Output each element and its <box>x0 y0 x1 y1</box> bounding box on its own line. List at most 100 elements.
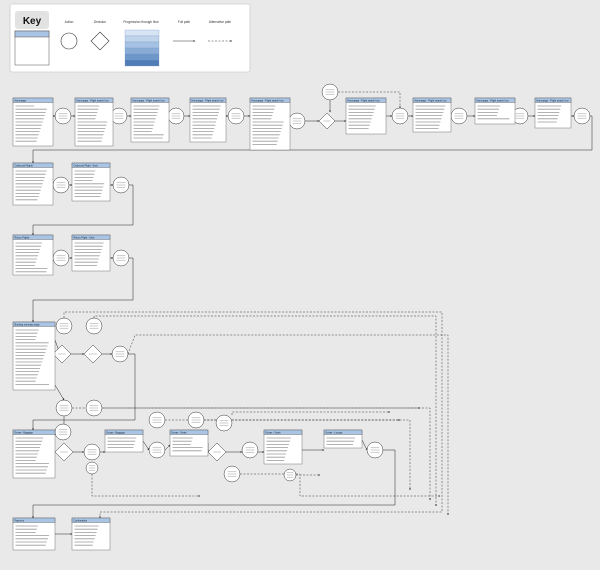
progression-swatch <box>124 35 160 43</box>
action-node[interactable] <box>167 107 185 125</box>
action-node[interactable] <box>112 249 130 267</box>
alternative-path-line <box>127 334 449 516</box>
screen-card[interactable]: Return Flight - Seat <box>71 234 111 272</box>
screen-card[interactable]: Homepage - Flight search box <box>474 97 516 125</box>
action-node[interactable] <box>366 441 384 459</box>
card-title: Homepage - Flight search box <box>77 99 110 102</box>
action-node[interactable] <box>55 317 73 335</box>
screen-card[interactable]: Confirmation <box>71 517 111 551</box>
progression-swatch <box>124 53 160 61</box>
alternative-path-line <box>63 311 443 519</box>
screen-card[interactable]: Extras - Seats <box>169 429 209 457</box>
card-header <box>249 97 291 103</box>
card-title: Homepage - Flight search box <box>133 99 166 102</box>
legend-full-path-label: Full path <box>178 20 190 24</box>
screen-card[interactable]: Homepage - Flight search box <box>249 97 291 151</box>
alternative-path-line <box>93 315 437 507</box>
action-node[interactable] <box>148 411 166 429</box>
action-node[interactable] <box>85 399 103 417</box>
action-node[interactable] <box>283 468 297 482</box>
action-node[interactable] <box>573 107 591 125</box>
full-path-line <box>32 257 134 323</box>
card-title: Extras - Seats <box>172 431 188 434</box>
card-title: Homepage - Flight search box <box>537 99 570 102</box>
screen-card[interactable]: Extras - Baggage <box>104 429 144 453</box>
action-node[interactable] <box>54 107 72 125</box>
screen-card[interactable]: Outbound Flights <box>12 162 54 206</box>
full-path-line <box>32 353 136 431</box>
action-node[interactable] <box>321 83 339 101</box>
card-title: Outbound Flights <box>15 164 34 167</box>
full-path-line <box>54 384 65 401</box>
action-node[interactable] <box>112 176 130 194</box>
action-node[interactable] <box>511 107 529 125</box>
action-node[interactable] <box>85 461 99 475</box>
card-header <box>189 97 227 103</box>
card-header <box>534 97 572 103</box>
card-body <box>412 97 452 133</box>
key-title: Key <box>23 16 42 27</box>
action-node[interactable] <box>55 399 73 417</box>
screen-card[interactable]: Booking summary page <box>12 321 56 391</box>
action-node[interactable] <box>83 443 101 461</box>
action-node[interactable] <box>85 317 103 335</box>
key-panel: Key Action Decision Progression through … <box>9 3 251 73</box>
card-header <box>169 429 209 435</box>
screen-card[interactable]: Return Flights <box>12 234 54 276</box>
card-title: Extras - Seats <box>266 431 282 434</box>
screen-card[interactable]: Homepage - Flight search box <box>345 97 387 135</box>
screen-card[interactable]: Outbound Flight - Seat <box>71 162 111 202</box>
screen-card[interactable]: Extras - Lounge <box>323 429 363 449</box>
legend-decision-label: Decision <box>94 20 106 24</box>
decision-node[interactable] <box>318 112 336 130</box>
card-body <box>263 429 303 465</box>
action-node[interactable] <box>111 345 129 363</box>
action-node[interactable] <box>288 112 306 130</box>
screen-card[interactable]: Homepage - Flight search box <box>74 97 114 147</box>
screen-card[interactable]: Homepage - Flight search box <box>534 97 572 129</box>
alternative-path-line <box>240 473 441 497</box>
full-path-line <box>361 439 368 451</box>
screen-cards: Homepage Homepage - Flight search box Home… <box>12 97 572 551</box>
action-node[interactable] <box>148 441 166 459</box>
screen-card[interactable]: Homepage - Flight search box <box>189 97 227 143</box>
card-title: Extras - Baggage <box>15 431 34 434</box>
full-path-line <box>32 184 134 236</box>
screen-card[interactable]: Extras - Seats <box>263 429 303 465</box>
action-node[interactable] <box>241 441 259 459</box>
action-node[interactable] <box>391 107 409 125</box>
action-node[interactable] <box>227 107 245 125</box>
screen-card[interactable]: Homepage <box>12 97 54 147</box>
connector-lines <box>32 91 593 535</box>
action-node[interactable] <box>110 107 128 125</box>
card-header <box>130 97 170 103</box>
action-node[interactable] <box>223 465 241 483</box>
legend-action-circle-icon <box>60 32 78 50</box>
screen-card[interactable]: Homepage - Flight search box <box>130 97 170 143</box>
action-node[interactable] <box>54 423 72 441</box>
screen-card[interactable]: Homepage - Flight search box <box>412 97 452 133</box>
card-header <box>12 429 56 435</box>
progression-swatch <box>124 47 160 55</box>
legend-decision-diamond-icon <box>90 31 110 51</box>
full-path-line <box>32 449 396 519</box>
key-title-badge <box>15 11 49 29</box>
screen-card[interactable]: Payment <box>12 517 56 551</box>
card-title: Extras - Lounge <box>326 431 344 434</box>
action-node[interactable] <box>187 411 205 429</box>
action-node[interactable] <box>215 414 233 432</box>
card-header <box>12 162 54 168</box>
alternative-path-line <box>231 411 391 415</box>
decision-node[interactable] <box>207 442 227 462</box>
card-header <box>345 97 387 103</box>
action-node[interactable] <box>52 249 70 267</box>
card-header <box>71 162 111 168</box>
action-node[interactable] <box>52 176 70 194</box>
decision-node[interactable] <box>83 344 103 364</box>
decision-node[interactable] <box>52 344 72 364</box>
decision-node[interactable] <box>54 442 74 462</box>
screen-card[interactable]: Extras - Baggage <box>12 429 56 479</box>
card-body <box>12 517 56 551</box>
action-node[interactable] <box>450 107 468 125</box>
flow-nodes <box>52 83 591 483</box>
